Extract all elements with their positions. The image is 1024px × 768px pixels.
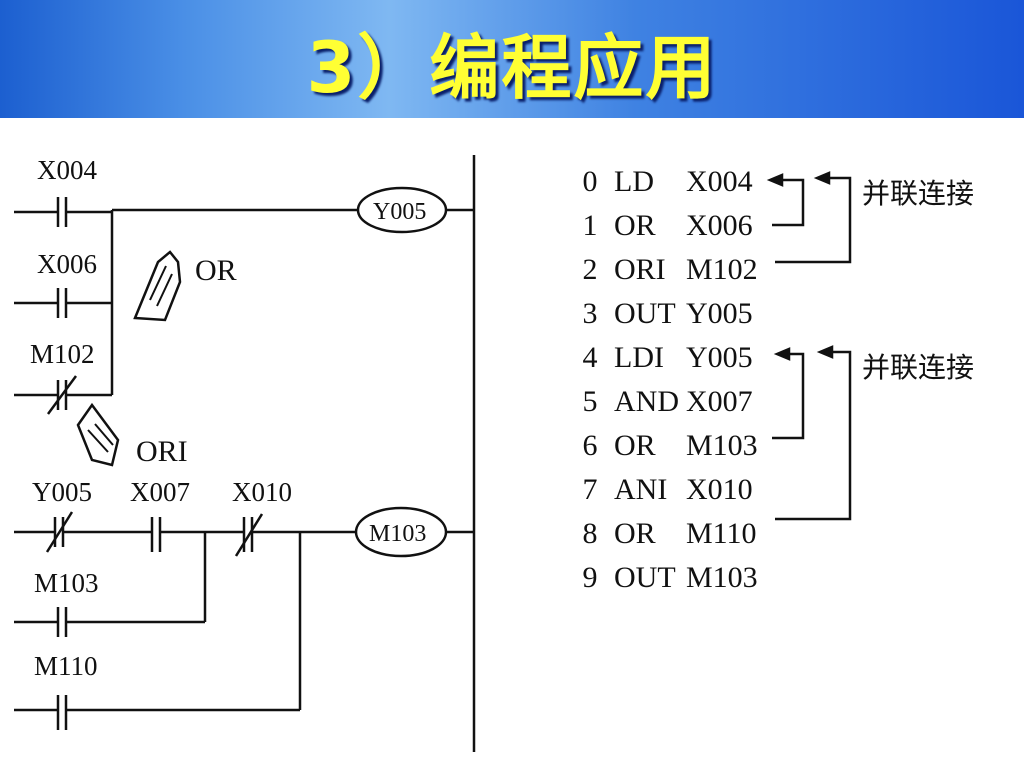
instruction-op: LD (614, 165, 654, 198)
label-m102: M102 (30, 339, 95, 369)
label-x007: X007 (130, 477, 190, 507)
ladder-diagram: X004 X006 M102 Y005 X007 X010 M103 M110 … (14, 155, 476, 752)
label-x004: X004 (37, 155, 97, 185)
nc-slash-y005 (45, 511, 74, 553)
coil-y005 (356, 186, 448, 234)
instruction-arg: M110 (686, 517, 757, 550)
slide-title: 3）编程应用 (306, 27, 718, 109)
instruction-op: OR (614, 429, 656, 462)
instruction-arg: X010 (686, 473, 753, 506)
instruction-op: AND (614, 385, 679, 418)
instruction-arg: M102 (686, 253, 758, 286)
label-y005: Y005 (32, 477, 92, 507)
annotation-or: OR (195, 254, 237, 287)
instruction-op: OR (614, 517, 656, 550)
instruction-op: OR (614, 209, 656, 242)
instruction-op: ORI (614, 253, 666, 286)
label-x006: X006 (37, 249, 97, 279)
note-parallel-1: 并联连接 (862, 177, 975, 210)
label-m110: M110 (34, 651, 98, 681)
coil-label-m103: M103 (369, 521, 426, 547)
instruction-step: 4 (582, 341, 598, 374)
instruction-step: 5 (582, 385, 598, 418)
instruction-op: ANI (614, 473, 668, 506)
instruction-arg: X004 (686, 165, 753, 198)
instruction-op: LDI (614, 341, 664, 374)
instruction-step: 9 (582, 561, 598, 594)
instruction-step: 6 (582, 429, 598, 462)
instruction-arg: Y005 (686, 341, 753, 374)
instruction-step: 7 (582, 473, 598, 506)
instruction-row: 2 ORI M102 (570, 248, 776, 292)
instruction-row: 6 OR M103 (570, 424, 776, 468)
instruction-op: OUT (614, 561, 676, 594)
instruction-row: 8 OR M110 (570, 512, 776, 556)
note-parallel-2: 并联连接 (862, 351, 975, 384)
label-x010: X010 (232, 477, 292, 507)
coil-label-y005: Y005 (373, 199, 426, 225)
instruction-row: 9 OUT M103 (570, 556, 776, 600)
pointing-hand-icon (133, 250, 182, 322)
title-banner: 3）编程应用 (0, 0, 1024, 118)
instruction-arg: Y005 (686, 297, 753, 330)
instruction-arg: M103 (686, 561, 758, 594)
instruction-row: 0 LD X004 (570, 160, 776, 204)
instruction-op: OUT (614, 297, 676, 330)
instruction-arg: X007 (686, 385, 753, 418)
label-m103: M103 (34, 568, 99, 598)
annotation-ori: ORI (136, 435, 188, 468)
instruction-step: 3 (582, 297, 598, 330)
nc-slash-x010 (234, 513, 264, 557)
pointing-hand-icon (76, 402, 120, 467)
coil-m103 (354, 506, 448, 558)
instruction-row: 4 LDI Y005 (570, 336, 776, 380)
nc-slash-m102 (46, 375, 78, 415)
instruction-row: 7 ANI X010 (570, 468, 776, 512)
instruction-step: 8 (582, 517, 598, 550)
instruction-step: 1 (582, 209, 598, 242)
instruction-row: 1 OR X006 (570, 204, 776, 248)
instruction-arg: X006 (686, 209, 753, 242)
instruction-arg: M103 (686, 429, 758, 462)
instruction-row: 3 OUT Y005 (570, 292, 776, 336)
instruction-step: 0 (582, 165, 598, 198)
instruction-step: 2 (582, 253, 598, 286)
